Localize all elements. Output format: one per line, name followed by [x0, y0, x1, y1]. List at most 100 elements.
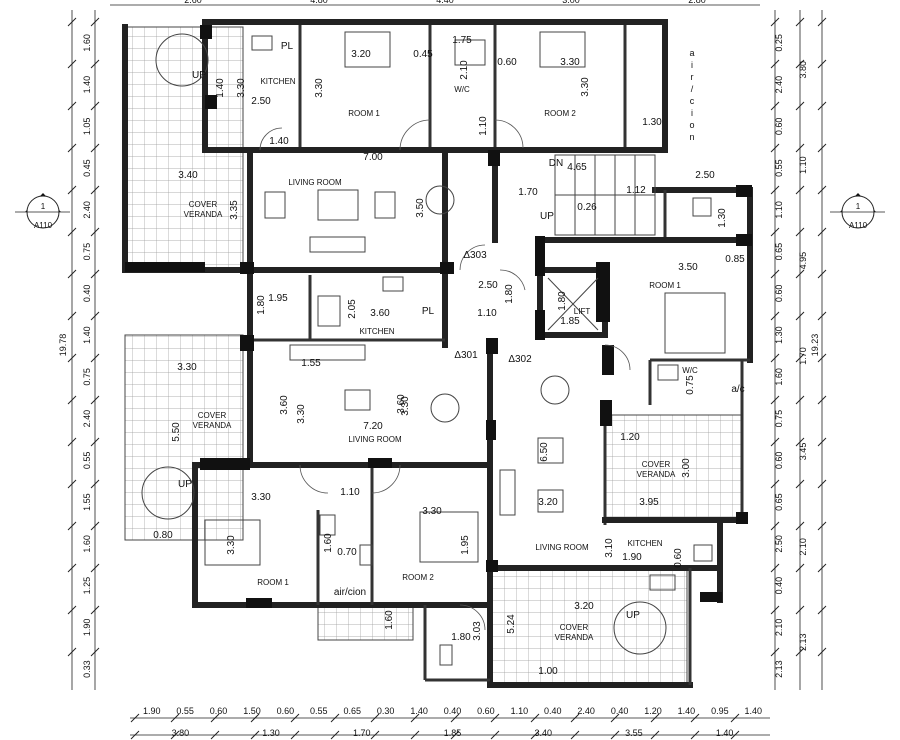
section-sheet: A110: [849, 221, 868, 230]
label-ml-living: LIVING ROOM: [348, 435, 402, 444]
veranda-right: [604, 414, 743, 521]
dims-left: 1.601.401.050.452.400.750.401.400.752.40…: [82, 34, 92, 678]
label-ml-pl: PL: [422, 306, 435, 317]
dim-label: 3.60: [279, 395, 290, 415]
label-aircion-vertical: a i r / c i o n: [689, 48, 694, 142]
dim-label: 3.00: [562, 0, 580, 5]
dims-right-a: 0.252.400.600.551.100.650.601.301.600.75…: [774, 34, 784, 678]
dim-label: 1.12: [626, 185, 646, 196]
dim-label: 3.35: [229, 200, 240, 220]
dim-label: 1.25: [82, 577, 92, 595]
dim-label: 4.65: [567, 162, 587, 173]
dim-label: 1.30: [262, 728, 280, 738]
dim-label: 1.60: [82, 34, 92, 52]
dim-label: 3.50: [678, 262, 698, 273]
label-rt-ac: a/c: [731, 384, 744, 395]
dim-label: 2.60: [184, 0, 202, 5]
dim-label: 0.40: [774, 577, 784, 595]
furniture: [141, 31, 726, 666]
dim-label: 0.45: [82, 159, 92, 177]
svg-text:r: r: [691, 72, 694, 82]
label-dn: DN: [549, 158, 563, 169]
label-bl-room1: ROOM 1: [257, 578, 289, 587]
label-up-spiral2: UP: [178, 479, 192, 490]
dim-label: 0.40: [611, 706, 629, 716]
dim-label: 1.60: [82, 535, 92, 553]
dim-label: 0.60: [774, 118, 784, 136]
dim-label: 0.60: [774, 285, 784, 303]
label-rt-veranda-a: COVER: [642, 460, 671, 469]
section-marker-right: 1 A110: [830, 193, 885, 230]
dim-label: 2.50: [478, 280, 498, 291]
label-tl-room2: ROOM 2: [544, 109, 576, 118]
dim-label: 0.40: [544, 706, 562, 716]
dim-label: 0.26: [577, 202, 597, 213]
dim-label: 1.50: [243, 706, 261, 716]
svg-text:n: n: [689, 132, 694, 142]
dim-label: 3.40: [178, 170, 198, 181]
dim-label: 3.80: [798, 61, 808, 79]
dim-label: 0.60: [673, 548, 684, 568]
dim-label: 6.50: [539, 442, 550, 462]
dim-label: 1.60: [323, 533, 334, 553]
dimension-lines: [71, 4, 823, 736]
dim-label: 1.85: [560, 316, 580, 327]
dim-label: 1.80: [557, 291, 568, 311]
dim-label: 2.10: [798, 538, 808, 556]
balcony-strip: [317, 604, 414, 641]
dim-label: 3.30: [236, 78, 247, 98]
dim-label: 3.30: [314, 78, 325, 98]
dim-label: 2.13: [774, 660, 784, 678]
level-mark-303: Δ303: [463, 250, 487, 261]
dim-label: 1.90: [143, 706, 161, 716]
dim-label: 3.20: [574, 601, 594, 612]
dim-label: 1.30: [642, 117, 662, 128]
dim-label: 0.65: [774, 243, 784, 261]
dim-label: 1.10: [798, 156, 808, 174]
dim-label: 1.40: [410, 706, 428, 716]
dim-label: 1.40: [215, 78, 226, 98]
label-br-veranda-a: COVER: [560, 623, 589, 632]
level-mark-301: Δ301: [454, 350, 478, 361]
dim-label: 2.10: [774, 619, 784, 637]
dim-label: 7.20: [363, 421, 383, 432]
dim-label: 0.55: [176, 706, 194, 716]
dim-label: 1.40: [82, 76, 92, 94]
dim-label: 1.30: [717, 208, 728, 228]
dim-label: 0.60: [477, 706, 495, 716]
dim-label: 3.60: [396, 394, 407, 414]
dim-label: 0.55: [774, 159, 784, 177]
dim-label: 0.40: [82, 285, 92, 303]
label-ml-kitchen: KITCHEN: [359, 327, 394, 336]
dim-label: 3.45: [798, 443, 808, 461]
dim-label: 2.40: [82, 201, 92, 219]
dim-label: 0.75: [82, 243, 92, 261]
dim-label: 4.40: [436, 0, 454, 5]
dim-label: 3.10: [604, 538, 615, 558]
dim-label: 0.33: [82, 660, 92, 678]
door-swings: [259, 119, 631, 631]
dim-label: 1.90: [82, 619, 92, 637]
dim-label: 0.75: [685, 375, 696, 395]
dim-label: 0.75: [774, 410, 784, 428]
dim-label: 3.60: [370, 308, 390, 319]
svg-text:i: i: [691, 108, 693, 118]
dim-label: 1.75: [452, 35, 472, 46]
dim-label: 0.60: [277, 706, 295, 716]
dim-label: 1.10: [478, 116, 489, 136]
label-bl-room2: ROOM 2: [402, 573, 434, 582]
svg-text:c: c: [690, 96, 695, 106]
lift-shaft: [547, 277, 599, 331]
dim-label: 1.10: [774, 201, 784, 219]
dim-left-total: 19.78: [58, 334, 68, 357]
dim-label: 1.60: [384, 610, 395, 630]
dim-label: 0.45: [413, 49, 433, 60]
dim-label: 3.30: [560, 57, 580, 68]
dim-label: 0.25: [774, 34, 784, 52]
dim-label: 2.05: [347, 299, 358, 319]
label-tl-veranda-a: COVER: [189, 200, 218, 209]
dim-label: 3.30: [251, 492, 271, 503]
dim-label: 0.30: [377, 706, 395, 716]
